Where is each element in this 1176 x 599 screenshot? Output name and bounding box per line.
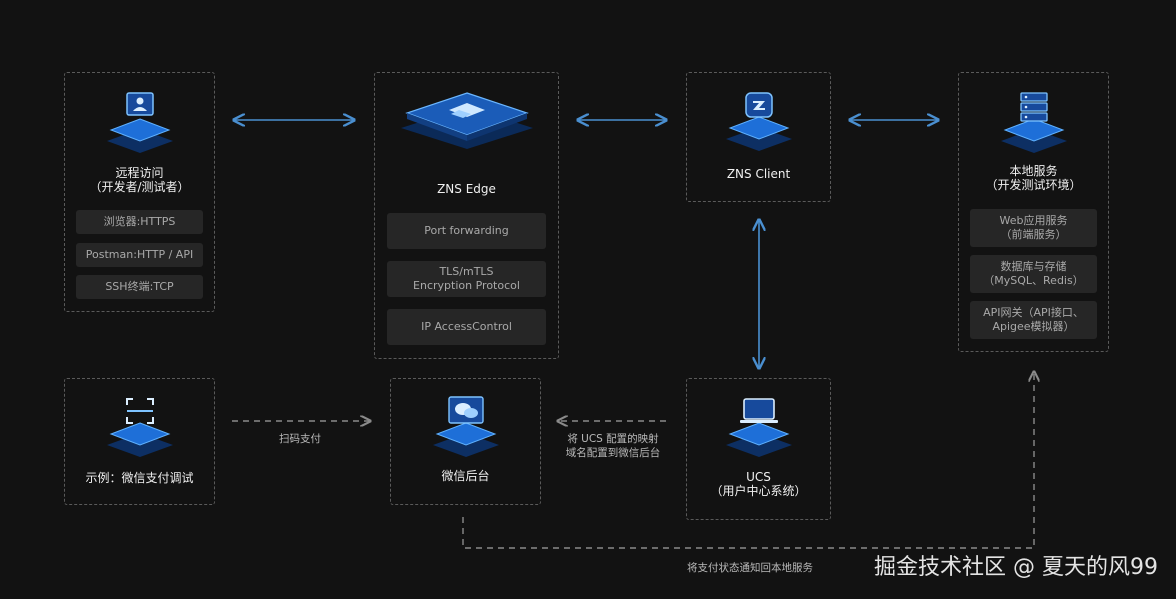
zns-client-icon [726,92,792,151]
local-item-api-line1: API网关（API接口、 [983,306,1084,319]
remote-title-2: （开发者/测试者） [89,180,190,194]
zns-edge-title: ZNS Edge [437,182,496,196]
local-title-2: （开发测试环境） [985,178,1082,192]
local-item-api-line2: Apigee模拟器） [992,320,1075,333]
local-item-web-line2: （前端服务） [1000,228,1067,241]
notify-label: 将支付状态通知回本地服务 [687,562,813,574]
ucs-title-2: （用户中心系统） [710,484,807,498]
local-services-box: 本地服务 （开发测试环境） Web应用服务 （前端服务） 数据库与存储 （MyS… [958,72,1109,352]
wechat-title: 微信后台 [441,469,490,483]
arrow-notify [462,372,1034,549]
server-icon [1001,92,1067,153]
ucs-map-label-line1: 将 UCS 配置的映射 [567,433,659,445]
remote-item-browser: 浏览器:HTTPS [76,210,203,234]
example-box: 示例：微信支付调试 [64,378,215,505]
local-item-db-line1: 数据库与存储 [1000,260,1067,273]
edge-item-ip-access: IP AccessControl [387,309,546,345]
local-item-db-line2: （MySQL、Redis） [983,274,1084,287]
edge-item-tls-line2: Encryption Protocol [413,279,520,292]
remote-item-ssh: SSH终端:TCP [76,275,203,299]
wechat-box: 微信后台 [390,378,541,505]
ucs-map-label-line2: 域名配置到微信后台 [565,447,661,459]
local-item-db: 数据库与存储 （MySQL、Redis） [970,255,1097,293]
wechat-icon [433,396,499,457]
ucs-title-1: UCS [746,470,771,484]
remote-title-1: 远程访问 [115,166,164,180]
local-item-web: Web应用服务 （前端服务） [970,209,1097,247]
watermark: 掘金技术社区 @ 夏天的风99 [874,555,1158,580]
edge-item-tls-line1: TLS/mTLS [439,265,494,278]
local-item-api: API网关（API接口、 Apigee模拟器） [970,301,1097,339]
remote-item-postman: Postman:HTTP / API [76,243,203,267]
ucs-box: UCS （用户中心系统） [686,378,831,520]
scan-pay-label: 扫码支付 [279,433,321,445]
laptop-icon [726,398,792,457]
scan-icon [107,398,173,457]
monitor-user-icon [107,92,173,153]
ucs-map-label: 将 UCS 配置的映射 域名配置到微信后台 [548,432,678,460]
edge-item-port-forwarding: Port forwarding [387,213,546,249]
zns-client-title: ZNS Client [726,167,791,181]
zns-edge-box: ZNS Edge Port forwarding TLS/mTLS Encryp… [374,72,559,359]
zns-edge-platform-icon [401,92,533,149]
local-item-web-line1: Web应用服务 [999,214,1068,227]
remote-access-box: 远程访问 （开发者/测试者） 浏览器:HTTPS Postman:HTTP / … [64,72,215,312]
example-title: 示例：微信支付调试 [85,471,194,485]
local-title-1: 本地服务 [1009,164,1058,178]
edge-item-tls: TLS/mTLS Encryption Protocol [387,261,546,297]
zns-client-box: ZNS Client [686,72,831,202]
